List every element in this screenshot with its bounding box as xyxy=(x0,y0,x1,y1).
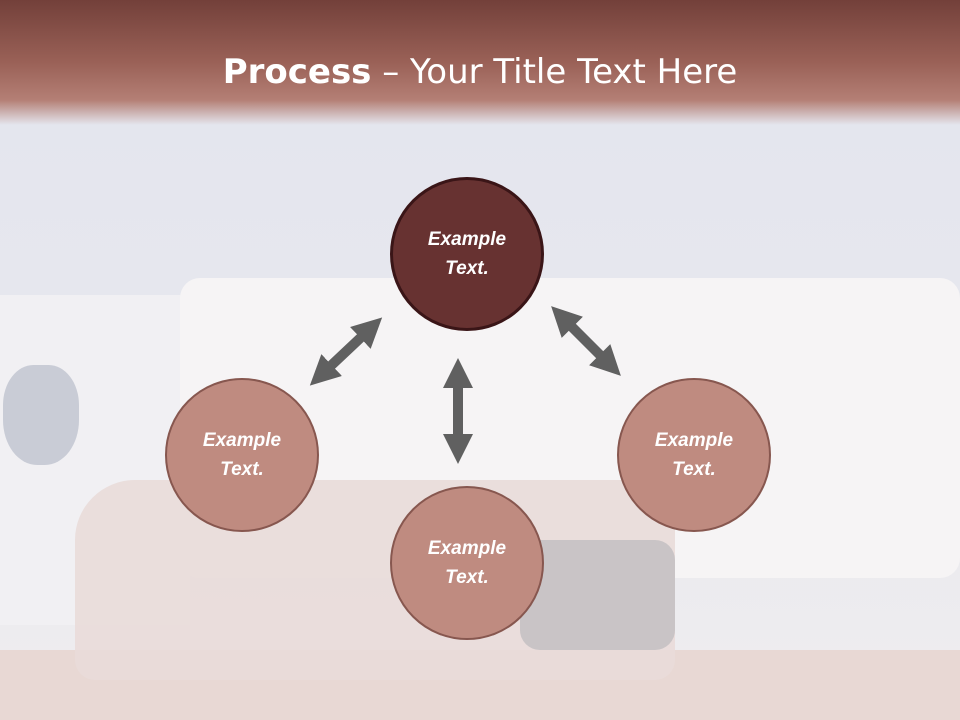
background-shorts xyxy=(520,540,675,650)
title-rest: – Your Title Text Here xyxy=(371,52,738,92)
background-vase xyxy=(3,365,79,465)
node-text-line1: Example xyxy=(654,430,734,451)
node-text-line1: Example xyxy=(427,538,507,559)
node-text-line2: Text. xyxy=(672,459,716,480)
title-bold: Process xyxy=(222,52,372,92)
double-arrow-top-left xyxy=(309,317,383,386)
node-text-line2: Text. xyxy=(220,459,264,480)
page-title: Process – Your Title Text Here xyxy=(0,52,960,92)
node-text-line1: Example xyxy=(427,229,507,250)
node-text-line2: Text. xyxy=(445,258,489,279)
node-text-line2: Text. xyxy=(445,567,489,588)
node-text-line1: Example xyxy=(202,430,282,451)
title-bar xyxy=(0,0,960,125)
double-arrow-top-right xyxy=(551,306,621,376)
